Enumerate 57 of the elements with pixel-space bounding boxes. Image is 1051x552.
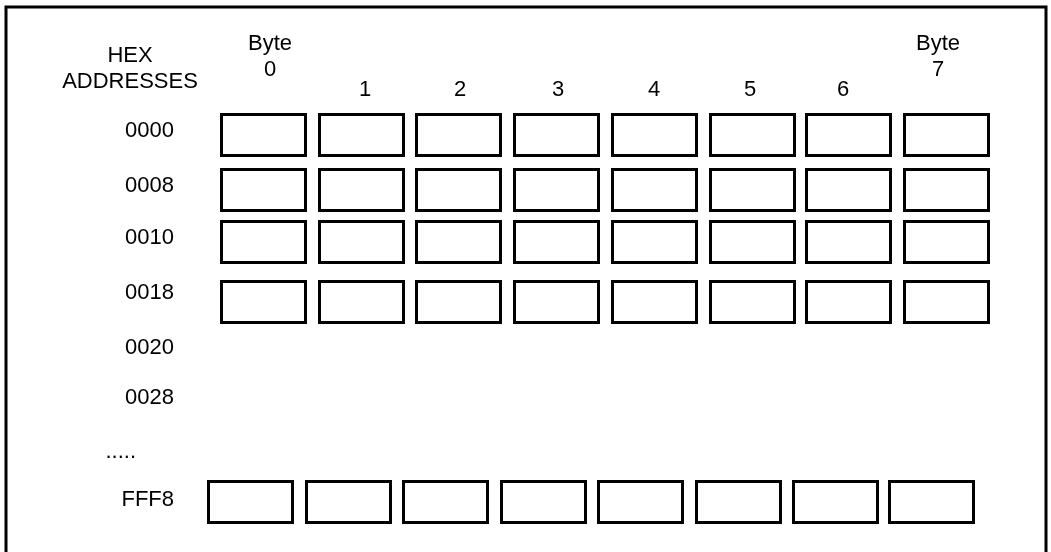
memory-cell — [513, 280, 600, 324]
memory-cell — [805, 168, 892, 212]
memory-cell — [513, 113, 600, 157]
ellipsis: ..... — [104, 438, 136, 464]
memory-cell — [318, 280, 405, 324]
column-header: 2 — [452, 76, 468, 102]
memory-cell — [695, 480, 782, 524]
memory-cell — [500, 480, 587, 524]
memory-cell — [220, 113, 307, 157]
memory-cell — [318, 168, 405, 212]
memory-cell — [903, 220, 990, 264]
column-header: 1 — [357, 76, 373, 102]
memory-cell — [305, 480, 392, 524]
column-header: Byte 7 — [915, 30, 961, 82]
memory-cell — [611, 113, 698, 157]
address-label: 0028 — [124, 384, 174, 410]
memory-cell — [415, 113, 502, 157]
column-header: 3 — [550, 76, 566, 102]
memory-cell — [709, 220, 796, 264]
memory-cell — [805, 220, 892, 264]
memory-cell — [611, 168, 698, 212]
address-label: 0000 — [124, 117, 174, 143]
memory-cell — [207, 480, 294, 524]
address-label: 0010 — [124, 224, 174, 250]
memory-cell — [888, 480, 975, 524]
address-label: 0020 — [124, 334, 174, 360]
memory-cell — [805, 113, 892, 157]
column-header: 4 — [646, 76, 662, 102]
memory-cell — [402, 480, 489, 524]
memory-cell — [415, 168, 502, 212]
memory-cell — [513, 220, 600, 264]
memory-cell — [415, 280, 502, 324]
column-header: 5 — [742, 76, 758, 102]
memory-cell — [220, 280, 307, 324]
memory-cell — [709, 280, 796, 324]
memory-cell — [709, 113, 796, 157]
memory-cell — [513, 168, 600, 212]
address-label: FFF8 — [120, 486, 174, 512]
memory-cell — [709, 168, 796, 212]
column-header: Byte 0 — [247, 30, 293, 82]
axis-title: HEX ADDRESSES — [61, 42, 199, 94]
memory-cell — [903, 113, 990, 157]
memory-cell — [611, 280, 698, 324]
column-header: 6 — [835, 76, 851, 102]
memory-cell — [805, 280, 892, 324]
memory-cell — [903, 168, 990, 212]
memory-cell — [415, 220, 502, 264]
memory-cell — [220, 168, 307, 212]
memory-cell — [220, 220, 307, 264]
address-label: 0018 — [124, 279, 174, 305]
address-label: 0008 — [124, 172, 174, 198]
memory-cell — [318, 220, 405, 264]
memory-cell — [903, 280, 990, 324]
memory-cell — [611, 220, 698, 264]
memory-cell — [792, 480, 879, 524]
memory-cell — [597, 480, 684, 524]
memory-cell — [318, 113, 405, 157]
